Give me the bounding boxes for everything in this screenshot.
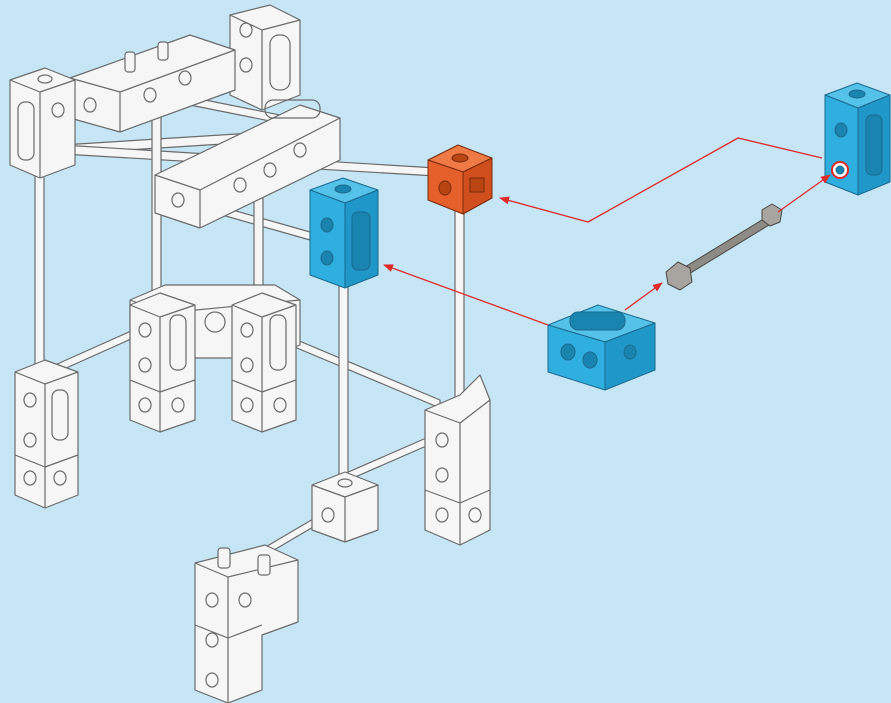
front-right-stack: [424, 374, 491, 546]
blue-beam-new-bottom: [547, 304, 656, 391]
grey-axle: [665, 203, 783, 291]
white-frame: [9, 4, 491, 703]
front-left-bottom-stack: [194, 544, 299, 703]
front-middle-cube: [311, 471, 379, 543]
middle-cross-beam: [154, 99, 341, 229]
arrow-bottom-beam-to-axle: [624, 282, 663, 311]
top-left-corner-stack: [9, 67, 76, 179]
arrow-bottom-beam-to-left-beam: [383, 264, 549, 326]
center-left-stack: [129, 292, 196, 433]
center-right-stack: [231, 292, 297, 433]
back-top-stack: [229, 4, 301, 111]
arrow-axle-to-right-beam: [777, 174, 831, 213]
arrow-right-beam-to-orange-cube: [499, 137, 823, 223]
blue-beam-new-right: [824, 82, 891, 196]
assembly-arrows: [383, 137, 831, 326]
top-beam-back: [69, 34, 236, 133]
blue-beam-left: [309, 177, 379, 289]
orange-cube: [427, 144, 493, 215]
left-lower-stack: [14, 359, 79, 509]
